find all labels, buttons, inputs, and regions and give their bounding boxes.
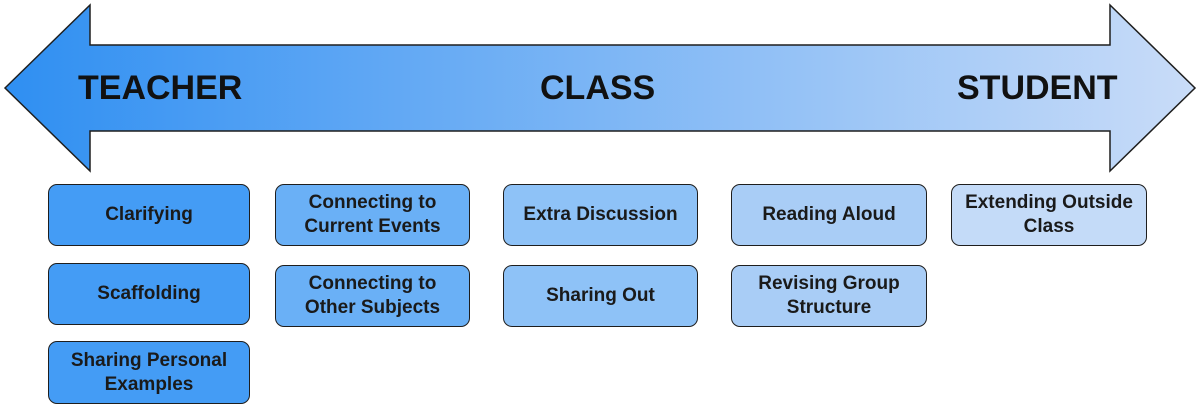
box-extending-outside-class: Extending Outside Class — [951, 184, 1147, 246]
box-sharing-out: Sharing Out — [503, 265, 698, 327]
box-connecting-to-current-events: Connecting to Current Events — [275, 184, 470, 246]
box-extra-discussion: Extra Discussion — [503, 184, 698, 246]
box-scaffolding: Scaffolding — [48, 263, 250, 325]
box-connecting-to-other-subjects: Connecting to Other Subjects — [275, 265, 470, 327]
double-headed-arrow — [3, 3, 1197, 173]
box-sharing-personal-examples: Sharing Personal Examples — [48, 341, 250, 404]
arrow-shape — [3, 3, 1197, 173]
box-clarifying: Clarifying — [48, 184, 250, 246]
arrow-label-class: CLASS — [540, 69, 656, 107]
box-revising-group-structure: Revising Group Structure — [731, 265, 927, 327]
arrow-label-teacher: TEACHER — [78, 69, 243, 107]
box-reading-aloud: Reading Aloud — [731, 184, 927, 246]
arrow-label-student: STUDENT — [957, 69, 1118, 107]
